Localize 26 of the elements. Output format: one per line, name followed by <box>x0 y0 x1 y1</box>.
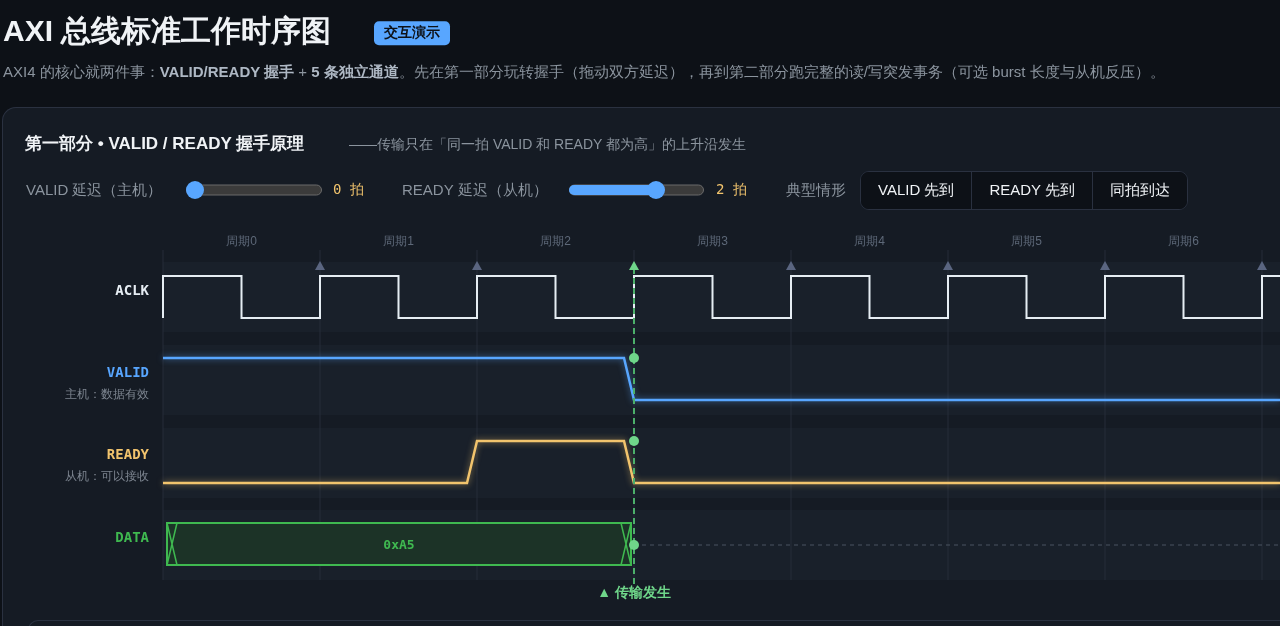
control-label: 典型情形 <box>786 180 846 200</box>
slider-value: 0 拍 <box>333 181 364 199</box>
section-description: ——传输只在「同一拍 VALID 和 READY 都为高」的上升沿发生 <box>349 136 746 154</box>
scenario-button: VALID 先到 <box>861 172 973 209</box>
signal-name: VALID <box>106 364 149 382</box>
signal-name: READY <box>106 446 149 464</box>
section-heading: 第一部分 • VALID / READY 握手原理 <box>25 133 305 155</box>
mode-badge: 交互演示 <box>374 21 450 45</box>
bus-value: 0xA5 <box>383 536 415 554</box>
cycle-label: 周期0 <box>226 233 257 249</box>
cycle-label: 周期6 <box>1168 233 1199 249</box>
slider-label: VALID 延迟（主机） <box>26 180 163 200</box>
cycle-label: 周期5 <box>1011 233 1042 249</box>
transfer-caption: ▲ 传输发生 <box>597 584 671 602</box>
cycle-label: 周期1 <box>383 233 414 249</box>
slider-value: 2 拍 <box>716 181 747 199</box>
page-title: AXI 总线标准工作时序图 <box>3 13 332 50</box>
signal-description: 主机：数据有效 <box>65 386 149 402</box>
signal-name: ACLK <box>115 282 149 300</box>
slider-label: READY 延迟（从机） <box>402 180 548 200</box>
signal-name: DATA <box>115 529 149 547</box>
signal-description: 从机：可以接收 <box>65 468 149 484</box>
cycle-label: 周期4 <box>854 233 885 249</box>
cycle-label: 周期3 <box>697 233 728 249</box>
intro-text: AXI4 的核心就两件事：VALID/READY 握手 + 5 条独立通道。先在第一部分玩转握手（拖动双方延迟），再到第二部分跑完整的读/写突发事务（可选 burst 长度与从机反压）。 <box>3 62 1165 82</box>
cycle-label: 周期2 <box>540 233 571 249</box>
